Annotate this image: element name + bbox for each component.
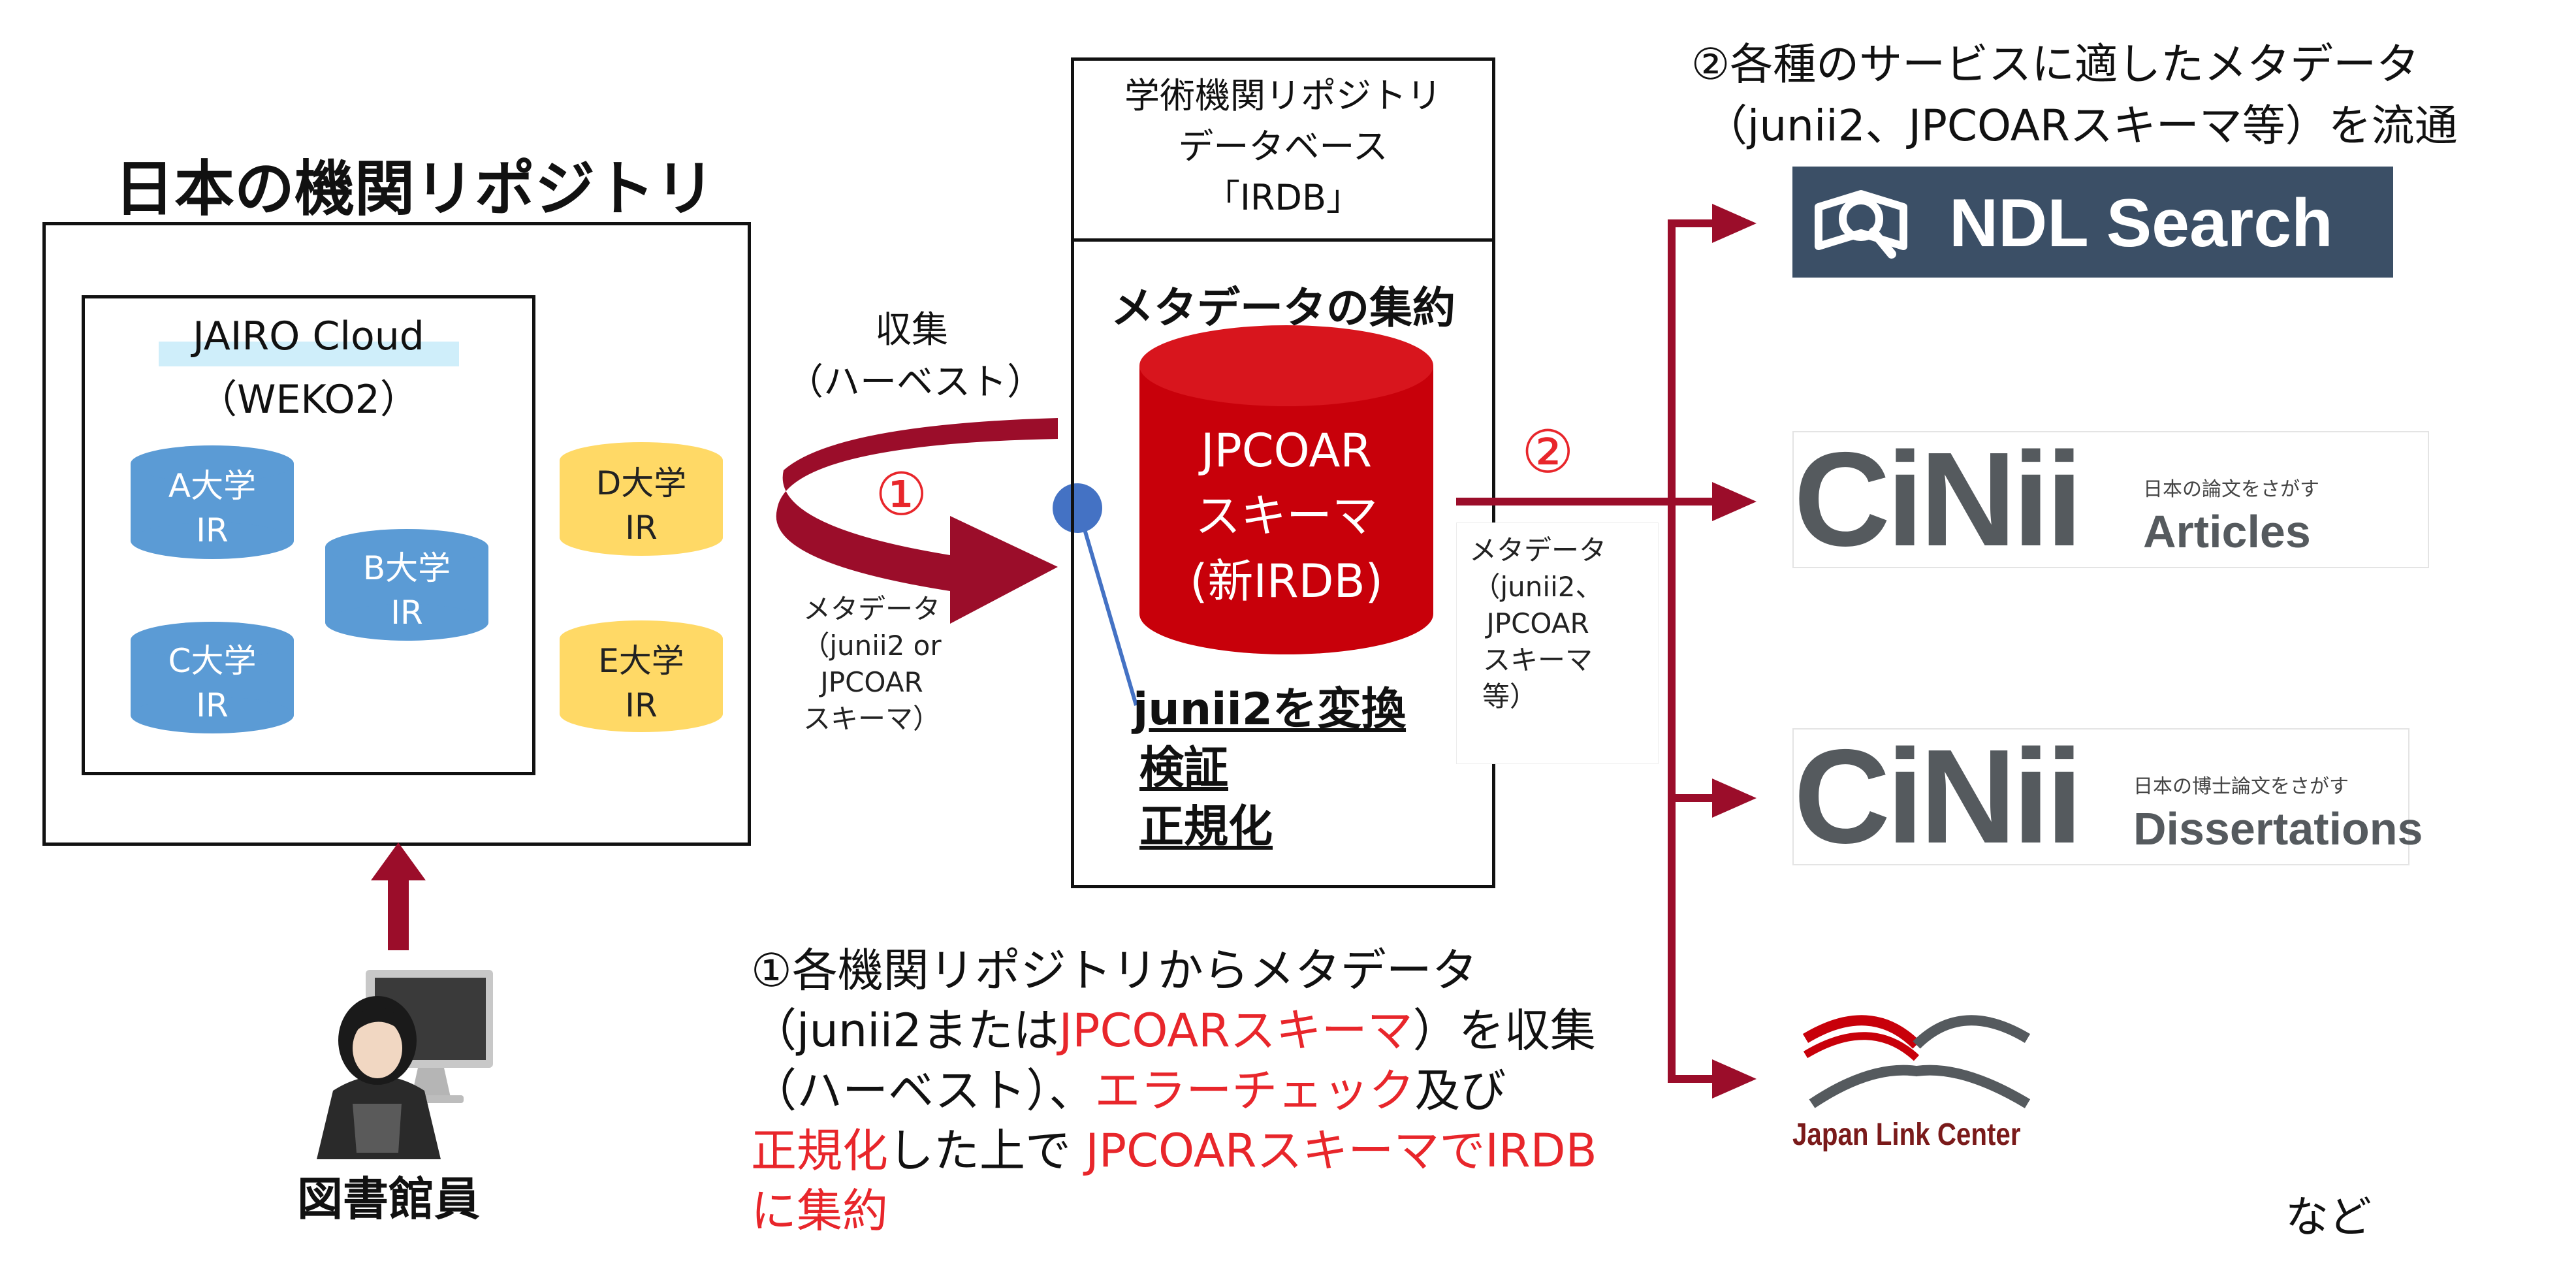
cinii-dissertations-brand: CiNii [1794,722,2083,871]
distribution-metadata-label: メタデータ （junii2、 JPCOAR スキーマ 等） [1469,534,1607,713]
step-two-number: ② [1521,418,1574,487]
harvest-sub-label: （ハーベスト） [787,361,1044,404]
step-one-number: ① [875,460,928,529]
step-normalize: 正規化 [1139,801,1273,853]
repository-box [42,222,751,846]
step-convert: junii2を変換 [1133,684,1407,735]
etc-label: など [2285,1192,2372,1242]
librarian-label: 図書館員 [297,1172,480,1226]
cylinder-a [131,445,294,559]
cinii-articles-tagline: 日本の論文をさがす [2143,478,2319,501]
ndl-search-text: NDL Search [1949,185,2333,261]
jairo-weko-label: （WEKO2） [198,377,419,423]
jalc-symbol [1802,1015,2031,1108]
cinii-dissertations-logo: CiNii 日本の博士論文をさがす Dissertations [1792,722,2423,871]
cinii-dissertations-name: Dissertations [2133,803,2423,854]
librarian-icon [317,970,493,1159]
irdb-database-label: JPCOAR スキーマ (新IRDB) [1190,424,1383,608]
ndl-book-icon [1815,190,1907,259]
ndl-search-logo: NDL Search [1792,167,2393,278]
cinii-articles-logo: CiNii 日本の論文をさがす Articles [1792,425,2429,574]
irdb-divider [1071,238,1495,242]
harvest-metadata-label: メタデータ （junii2 or JPCOAR スキーマ） [802,593,942,735]
cylinder-b [325,529,488,641]
irdb-header: 学術機関リポジトリ データベース 「IRDB」 [1124,75,1442,218]
aggregate-label: メタデータの集約 [1111,283,1455,333]
librarian-arrow [371,843,426,950]
distribution-metadata-box [1456,522,1659,764]
cylinder-c [131,622,294,733]
jairo-cloud-box [82,295,535,775]
cylinder-e [560,620,723,732]
cinii-dissertations-tagline: 日本の博士論文をさがす [2133,775,2349,798]
irdb-box [1071,57,1495,888]
cinii-articles-brand: CiNii [1794,425,2083,574]
page-title: 日本の機関リポジトリ [114,154,716,224]
cinii-articles-name: Articles [2143,506,2311,557]
jalc-text: Japan Link Center [1792,1117,2021,1152]
jairo-cloud-label: JAIRO Cloud [193,313,424,359]
bottom-note: ①各機関リポジトリからメタデータ （junii2またはJPCOARスキーマ）を収… [751,944,1597,1238]
top-note: ②各種のサービスに適したメタデータ （junii2、JPCOARスキーマ等）を流… [1691,39,2458,151]
cylinder-d [560,442,723,556]
japan-link-center-logo: Japan Link Center [1792,993,2041,1169]
jairo-highlight [159,342,459,366]
step-validate: 検証 [1139,743,1229,794]
harvest-label: 収集 [875,309,948,351]
